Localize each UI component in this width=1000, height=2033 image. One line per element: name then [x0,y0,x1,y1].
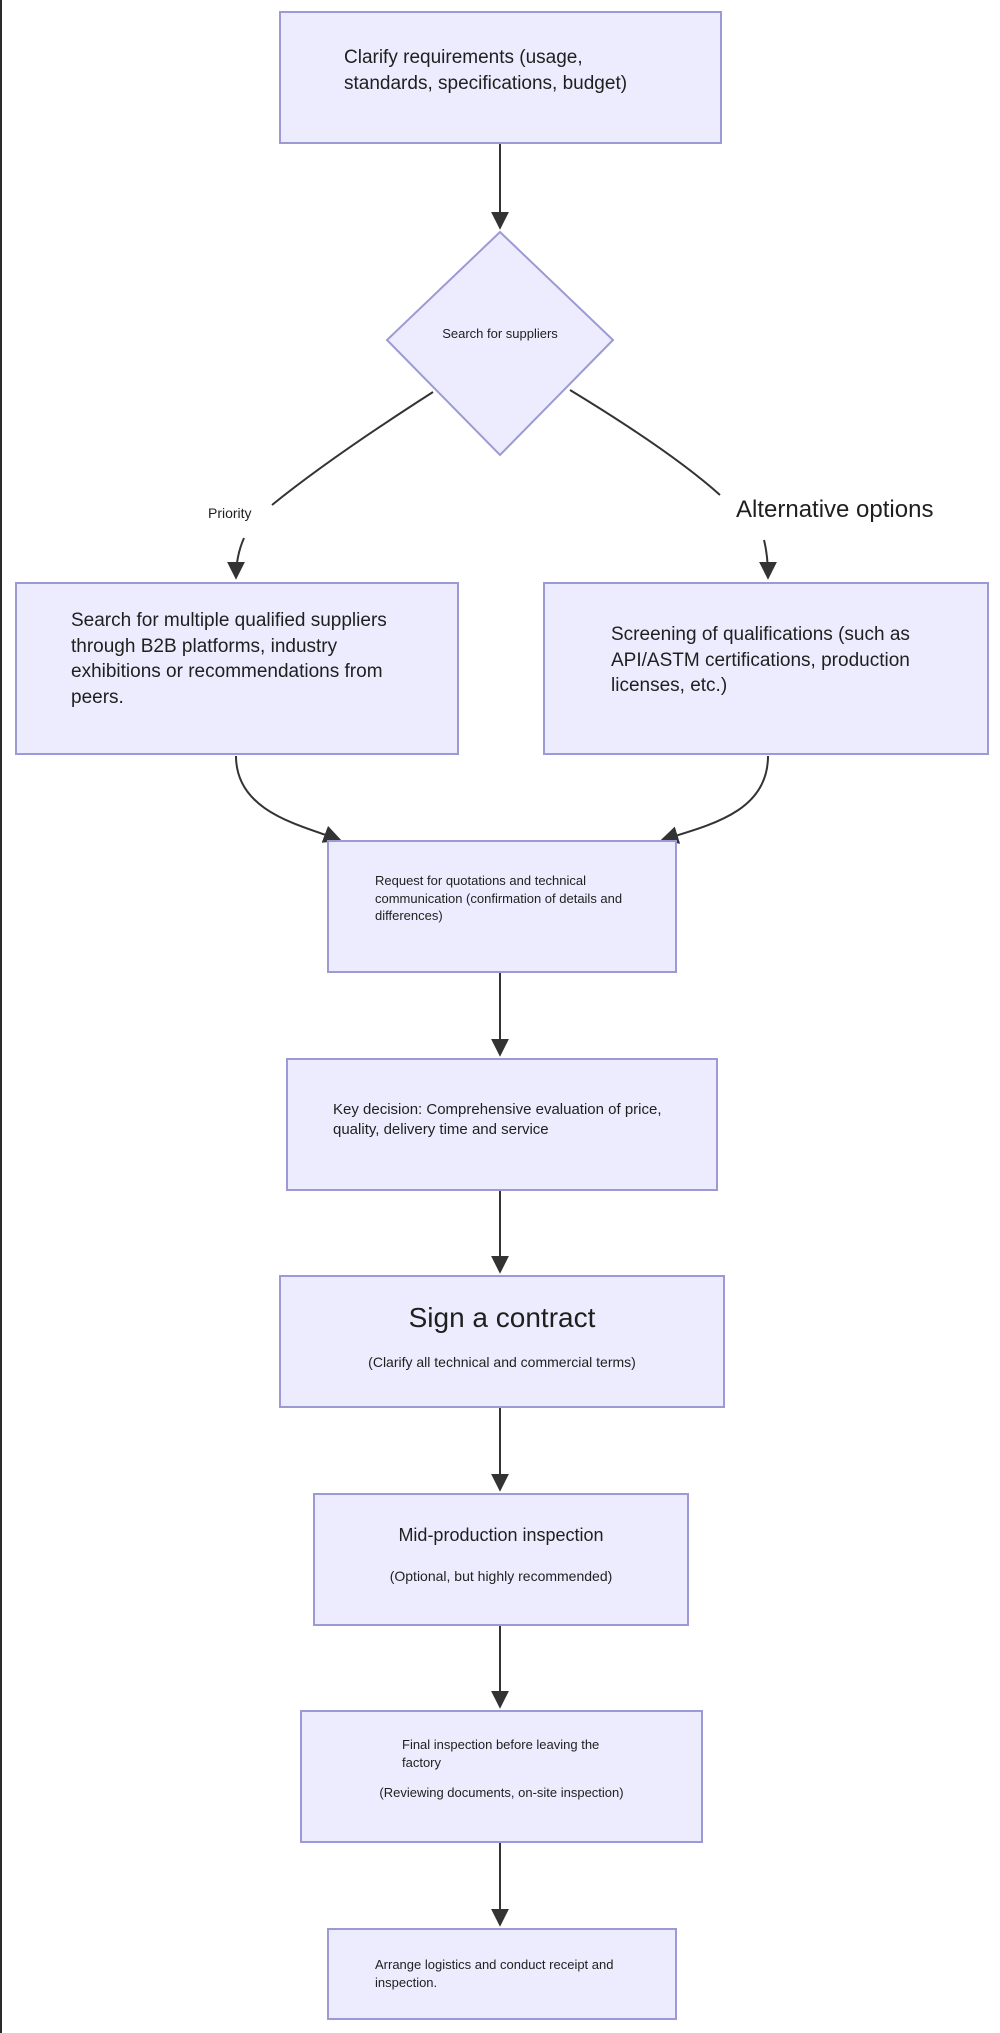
node-clarify-requirements-text: Clarify requirements (usage, standards, … [344,47,628,94]
edge-search-to-screening-part1 [569,389,721,496]
node-screening-qualifications: Screening of qualifications (such as API… [543,582,989,755]
edge-search-to-screening-part2 [758,539,777,580]
node-screening-qualifications-text: Screening of qualifications (such as API… [611,624,910,697]
node-multiple-suppliers-text: Search for multiple qualified suppliers … [71,610,387,708]
node-search-suppliers-label: Search for suppliers [442,326,558,341]
node-sign-contract-title: Sign a contract [408,1302,596,1333]
node-arrange-logistics: Arrange logistics and conduct receipt an… [327,1928,677,2020]
node-mid-production-inspection-title: Mid-production inspection [398,1525,604,1545]
node-multiple-suppliers: Search for multiple qualified suppliers … [15,582,459,755]
node-mid-production-inspection: Mid-production inspection (Optional, but… [313,1493,689,1626]
node-final-inspection-subtitle: (Reviewing documents, on-site inspection… [379,1785,624,1800]
node-request-quotations: Request for quotations and technical com… [327,840,677,973]
node-final-inspection: Final inspection before leaving the fact… [300,1710,703,1843]
node-key-decision-text: Key decision: Comprehensive evaluation o… [333,1101,662,1139]
edge-search-to-multiple-part2 [227,537,246,580]
node-sign-contract: Sign a contract (Clarify all technical a… [279,1275,725,1408]
decision-diamond [385,230,615,457]
node-mid-production-inspection-subtitle: (Optional, but highly recommended) [389,1568,613,1584]
node-key-decision: Key decision: Comprehensive evaluation o… [286,1058,718,1191]
edge-multiple-to-quotations [235,755,342,843]
node-clarify-requirements: Clarify requirements (usage, standards, … [279,11,722,144]
node-sign-contract-subtitle: (Clarify all technical and commercial te… [368,1354,636,1370]
node-arrange-logistics-text: Arrange logistics and conduct receipt an… [375,1957,614,1990]
edge-screening-to-quotations [660,755,769,844]
edge-label-alternative: Alternative options [736,496,934,523]
edge-label-priority: Priority [208,505,252,521]
left-border-line [0,0,2,2033]
node-request-quotations-text: Request for quotations and technical com… [375,873,623,924]
node-final-inspection-title: Final inspection before leaving the fact… [402,1737,600,1770]
edge-search-to-multiple-part1 [271,391,434,506]
